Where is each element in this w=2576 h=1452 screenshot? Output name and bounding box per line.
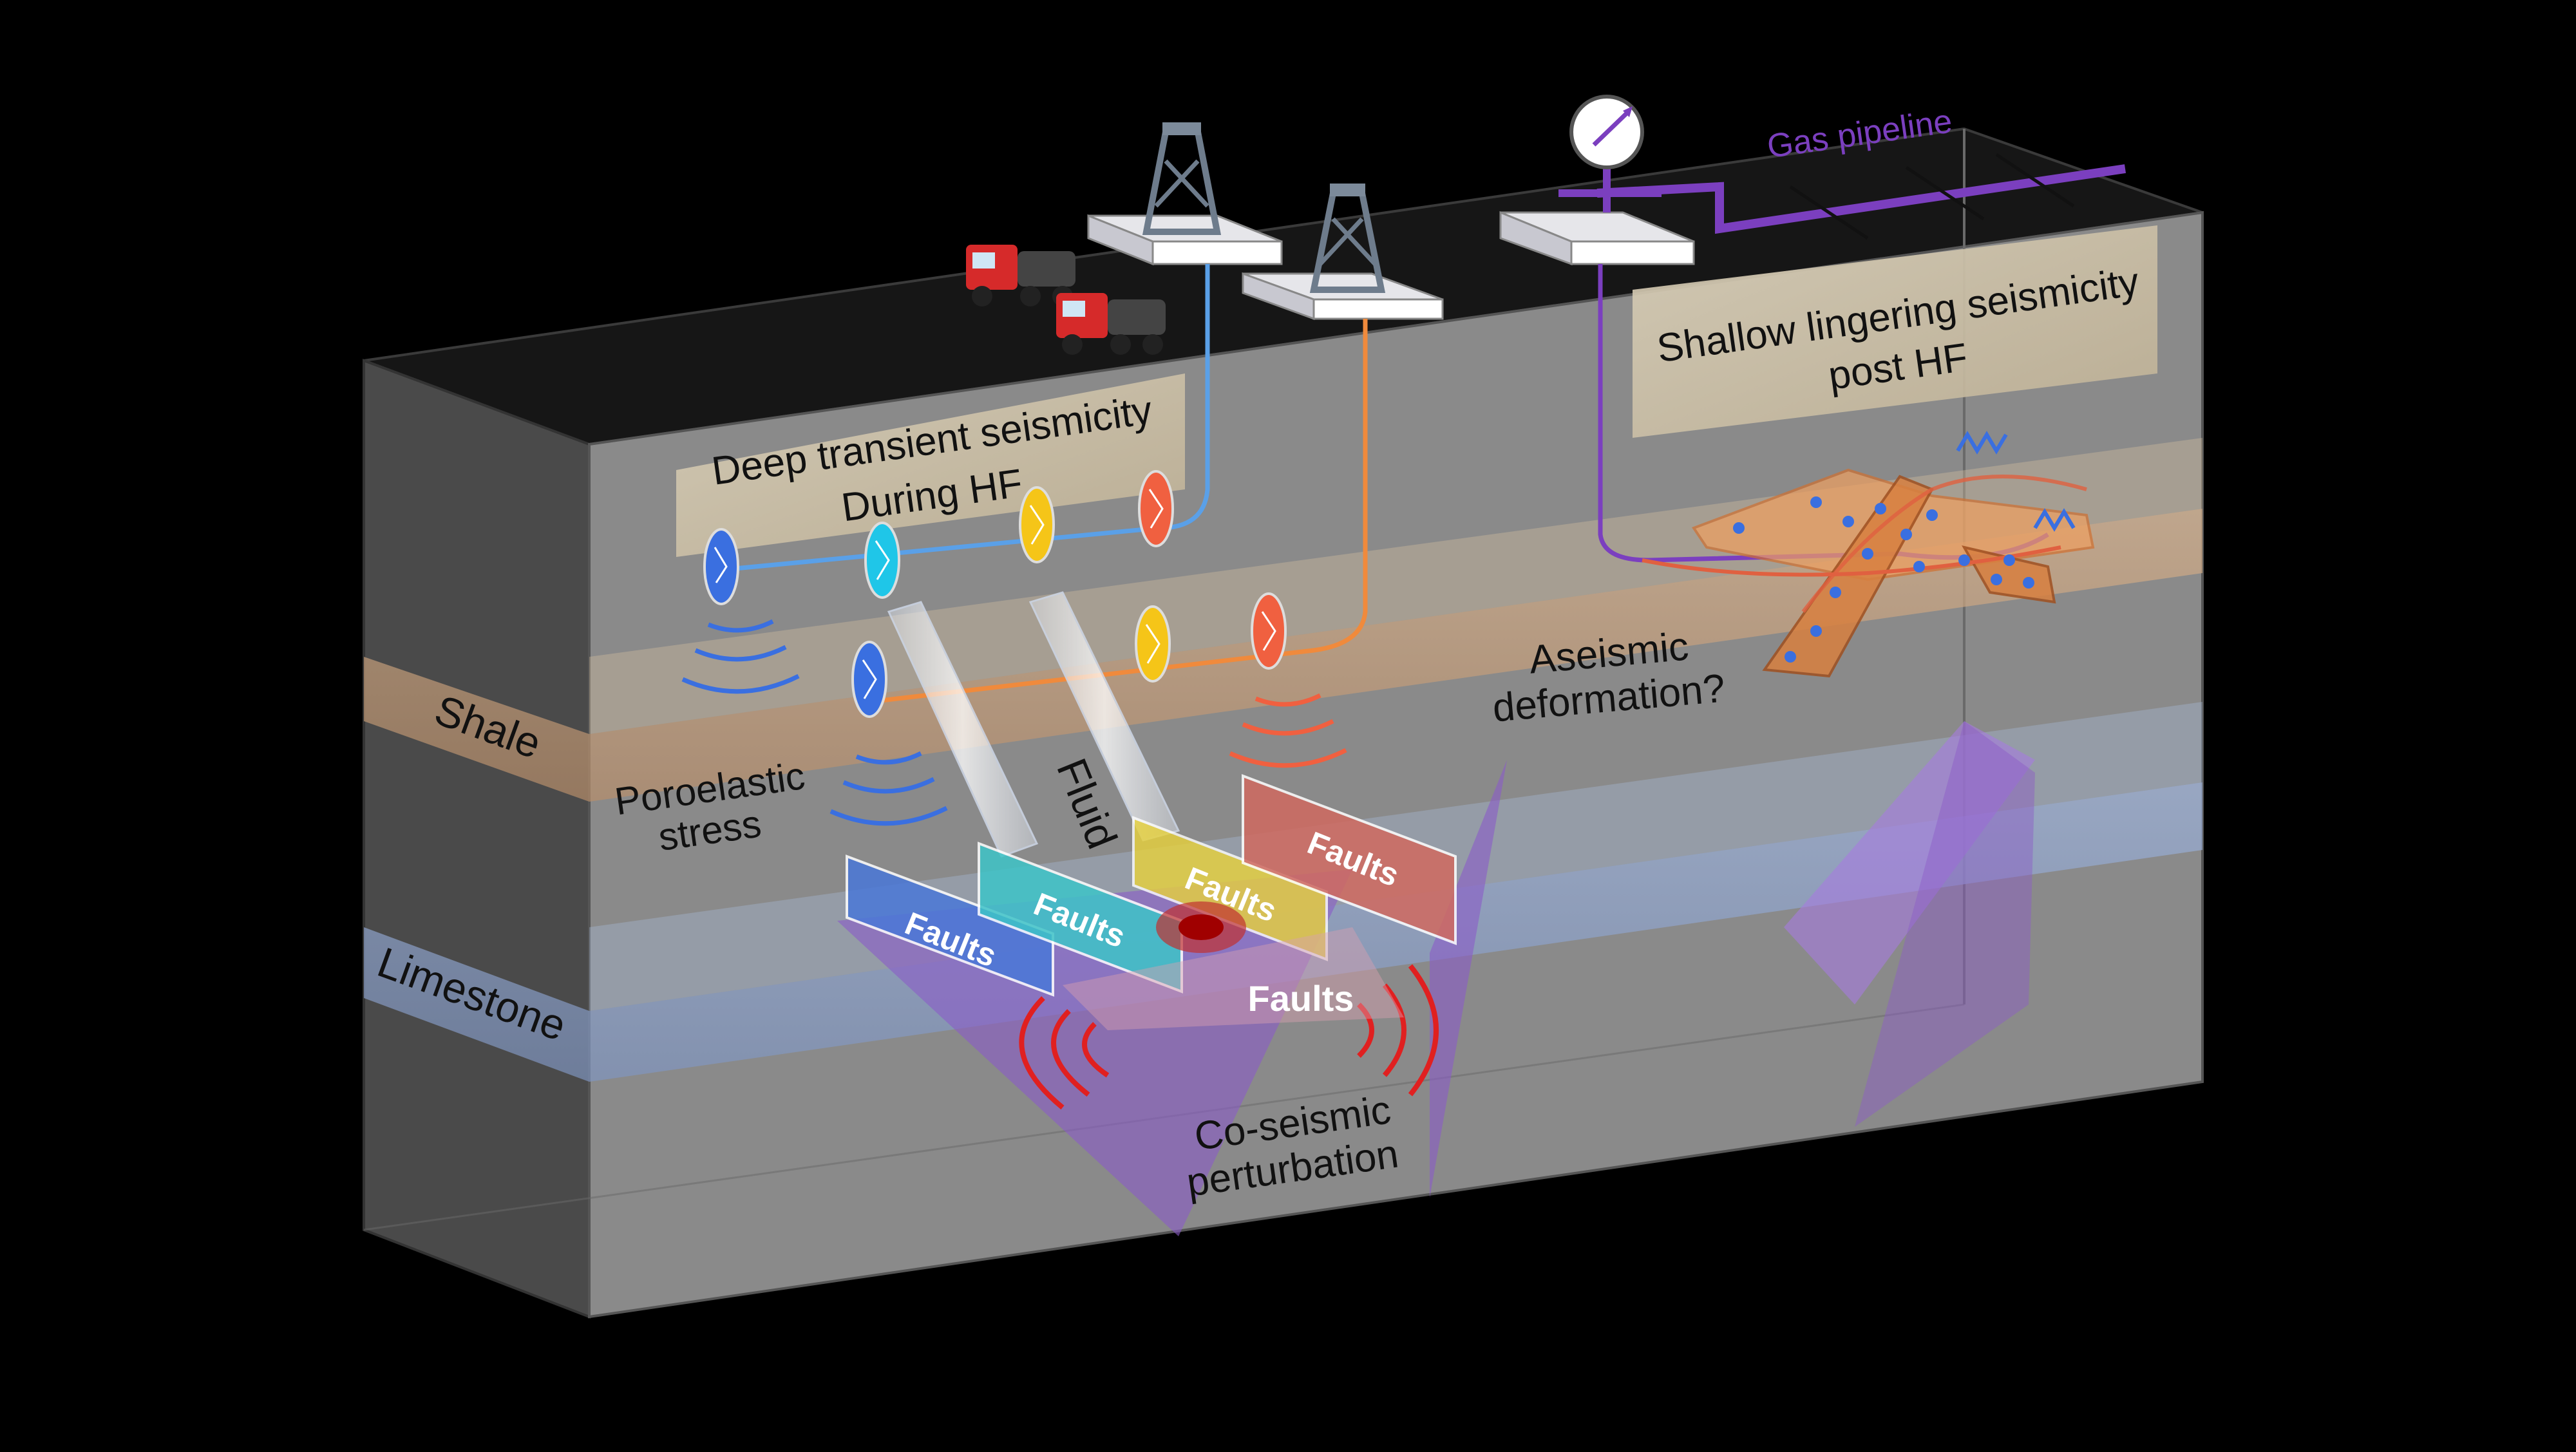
drilling-rig-icon [1309, 184, 1386, 293]
seismic-dots [1733, 496, 2034, 663]
seismic-event-icon [703, 528, 739, 605]
pressure-gauge-icon [1569, 95, 1644, 169]
seismic-events [703, 470, 1287, 718]
seismic-event-icon [1019, 486, 1055, 563]
seismic-event-icon [851, 641, 887, 718]
shallow-seismicity-label-box: Shallow lingering seismicity post HF [1633, 225, 2157, 438]
seismic-event-icon [1135, 605, 1171, 683]
faults-main-label: Faults [1248, 978, 1354, 1019]
orange-waves [1229, 693, 1347, 768]
fluid-columns: Fluid [887, 591, 1180, 858]
seismic-event-icon [864, 522, 900, 599]
well-pad-1 [1087, 214, 1283, 266]
fault-plates: Faults Faults Faults Faults [846, 774, 1457, 1030]
seismic-event-icon [1251, 592, 1287, 670]
seismic-event-icon [1138, 470, 1174, 547]
coseismic-waves [1019, 964, 1439, 1110]
fault-plate-cyan: Faults [978, 842, 1183, 994]
well-pad-3 [1499, 211, 1695, 266]
fault-plate-red: Faults [1242, 774, 1457, 945]
fire-truck-icon [1056, 293, 1166, 355]
poroelastic-waves [681, 619, 948, 826]
drilling-rig-icon [1142, 122, 1222, 235]
gas-pipeline [1558, 153, 2126, 240]
shallow-fault-structure [1642, 431, 2095, 678]
